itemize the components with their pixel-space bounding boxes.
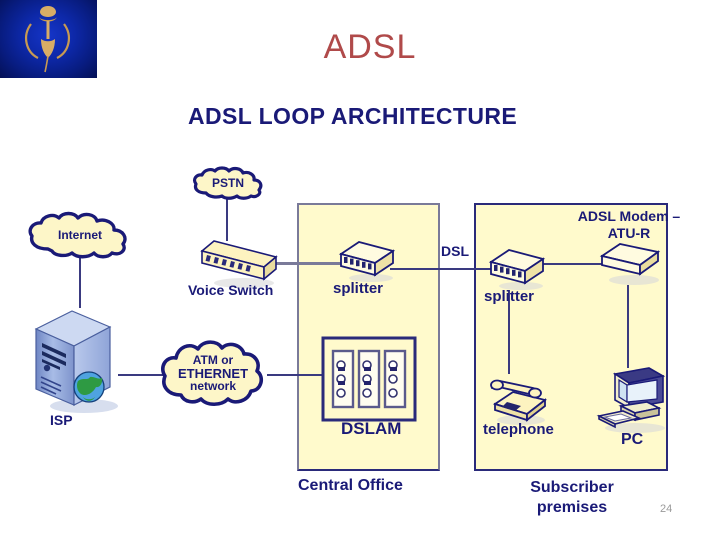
cloud-atm-ethernet: ATM or ETHERNET network [157, 337, 269, 409]
splitter-icon [488, 249, 546, 290]
cloud-shape-icon [28, 211, 127, 259]
desktop-computer-icon [596, 367, 666, 433]
voice-switch-node[interactable]: Voice Switch [188, 235, 284, 298]
wire-modem-pc [627, 285, 629, 368]
dslam-label: DSLAM [341, 419, 402, 438]
wire-splitter-modem [538, 263, 606, 265]
dslam-rack-icon [321, 336, 417, 422]
logo-emblem-icon [25, 6, 70, 73]
sub-splitter-node[interactable]: splitter [484, 245, 549, 304]
modem-icon [599, 243, 661, 285]
subscriber-premises-label-line2: premises [536, 499, 608, 516]
subscriber-premises-label: Subscriber premises [492, 478, 652, 518]
dsl-link-label: DSL [441, 243, 469, 259]
wire-dsl-loop [390, 268, 500, 270]
page-number: 24 [660, 503, 673, 515]
telephone-label: telephone [483, 421, 554, 438]
adsl-modem-label-line2: ATU-R [607, 225, 651, 241]
subscriber-premises-label-line1: Subscriber [530, 479, 614, 496]
isp-node[interactable]: ISP [28, 305, 124, 428]
cloud-shape-icon [160, 340, 264, 407]
voice-switch-label: Voice Switch [188, 282, 274, 298]
pc-node[interactable]: PC [593, 366, 671, 448]
cloud-internet: Internet [24, 211, 136, 259]
pc-label: PC [621, 431, 644, 448]
slide-title: ADSL [323, 28, 417, 66]
central-office-label: Central Office [298, 477, 403, 494]
institution-logo [0, 0, 97, 78]
wire-atm-dslam [267, 374, 337, 376]
co-splitter-node[interactable]: splitter [333, 237, 399, 296]
diagram-heading: ADSL LOOP ARCHITECTURE [188, 103, 518, 129]
dslam-node[interactable]: DSLAM [320, 335, 418, 445]
telephone-node[interactable]: telephone [483, 372, 554, 437]
sub-splitter-label: splitter [484, 288, 535, 305]
switch-icon [200, 240, 278, 288]
co-splitter-label: splitter [333, 280, 384, 297]
wire-splitter-telephone [508, 290, 510, 374]
wire-pstn-voiceswitch [226, 198, 228, 241]
adsl-modem-label: ADSL Modem – ATU-R [554, 208, 704, 242]
wire-internet-isp [79, 258, 81, 308]
cloud-pstn: PSTN [190, 166, 266, 200]
adsl-modem-node[interactable]: ADSL Modem – ATU-R [578, 208, 680, 288]
wire-voiceswitch-splitter [247, 262, 343, 265]
server-tower-icon [34, 310, 118, 413]
wire-isp-atm [118, 374, 164, 376]
cloud-shape-icon [192, 166, 263, 200]
isp-label: ISP [50, 412, 73, 428]
adsl-modem-label-line1: ADSL Modem – [577, 208, 681, 224]
splitter-icon [338, 241, 396, 282]
telephone-icon [490, 379, 548, 425]
